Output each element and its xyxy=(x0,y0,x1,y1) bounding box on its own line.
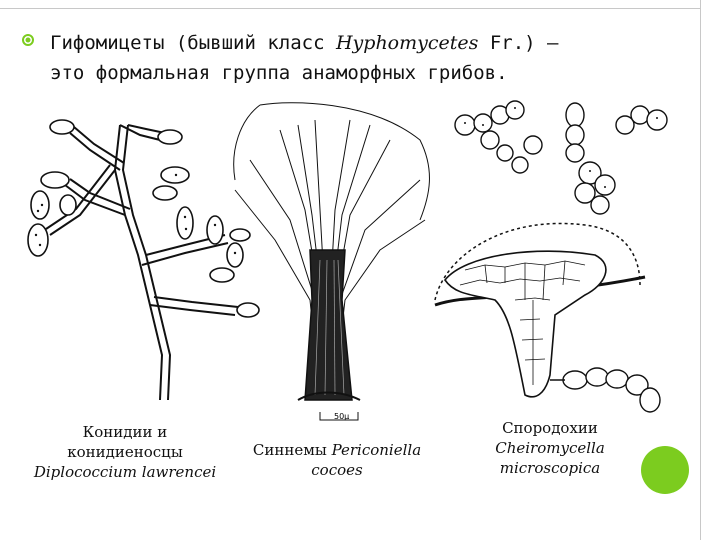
slide-title: Гифомицеты (бывший класс Hyphomycetes Fr… xyxy=(50,28,558,88)
frame-top-line xyxy=(0,8,700,9)
caption-left-line1: Конидии и xyxy=(82,423,168,441)
caption-middle: Синнемы Periconiella cocoes xyxy=(232,440,442,480)
sporodochium-body xyxy=(444,250,607,398)
scale-label: 50μ xyxy=(334,412,349,421)
caption-right: Спородохии Cheiromycella microscopica xyxy=(460,418,640,478)
caption-right-line2: Cheiromycella xyxy=(495,439,605,457)
conidiophore-illustration xyxy=(27,119,260,401)
title-line1-italic: Hyphomycetes xyxy=(335,32,479,54)
caption-middle-italic2: cocoes xyxy=(311,461,363,479)
caption-middle-italic1: Periconiella xyxy=(331,441,422,459)
sporodochium-illustration xyxy=(434,100,668,413)
bullet-icon xyxy=(22,34,34,46)
synnema-stalk xyxy=(304,249,353,401)
title-line1-post: Fr.) – xyxy=(478,32,559,54)
decorative-green-circle xyxy=(641,446,689,494)
title-line2: это формальная группа анаморфных грибов. xyxy=(50,62,508,84)
scale-bar: 50μ xyxy=(319,412,359,421)
dashed-dome xyxy=(434,222,641,301)
caption-right-line3: microscopica xyxy=(499,459,601,477)
title-line1-pre: Гифомицеты (бывший класс xyxy=(50,32,336,54)
caption-left-line2: конидиеносцы xyxy=(67,443,183,461)
caption-left: Конидии и конидиеносцы Diplococcium lawr… xyxy=(10,422,240,482)
caption-right-line1: Спородохии xyxy=(502,419,598,437)
caption-middle-pre: Синнемы xyxy=(252,441,332,459)
frame-right-line xyxy=(700,0,701,540)
caption-left-line3: Diplococcium lawrencei xyxy=(33,463,217,481)
synnema-illustration: 50μ xyxy=(233,102,430,421)
